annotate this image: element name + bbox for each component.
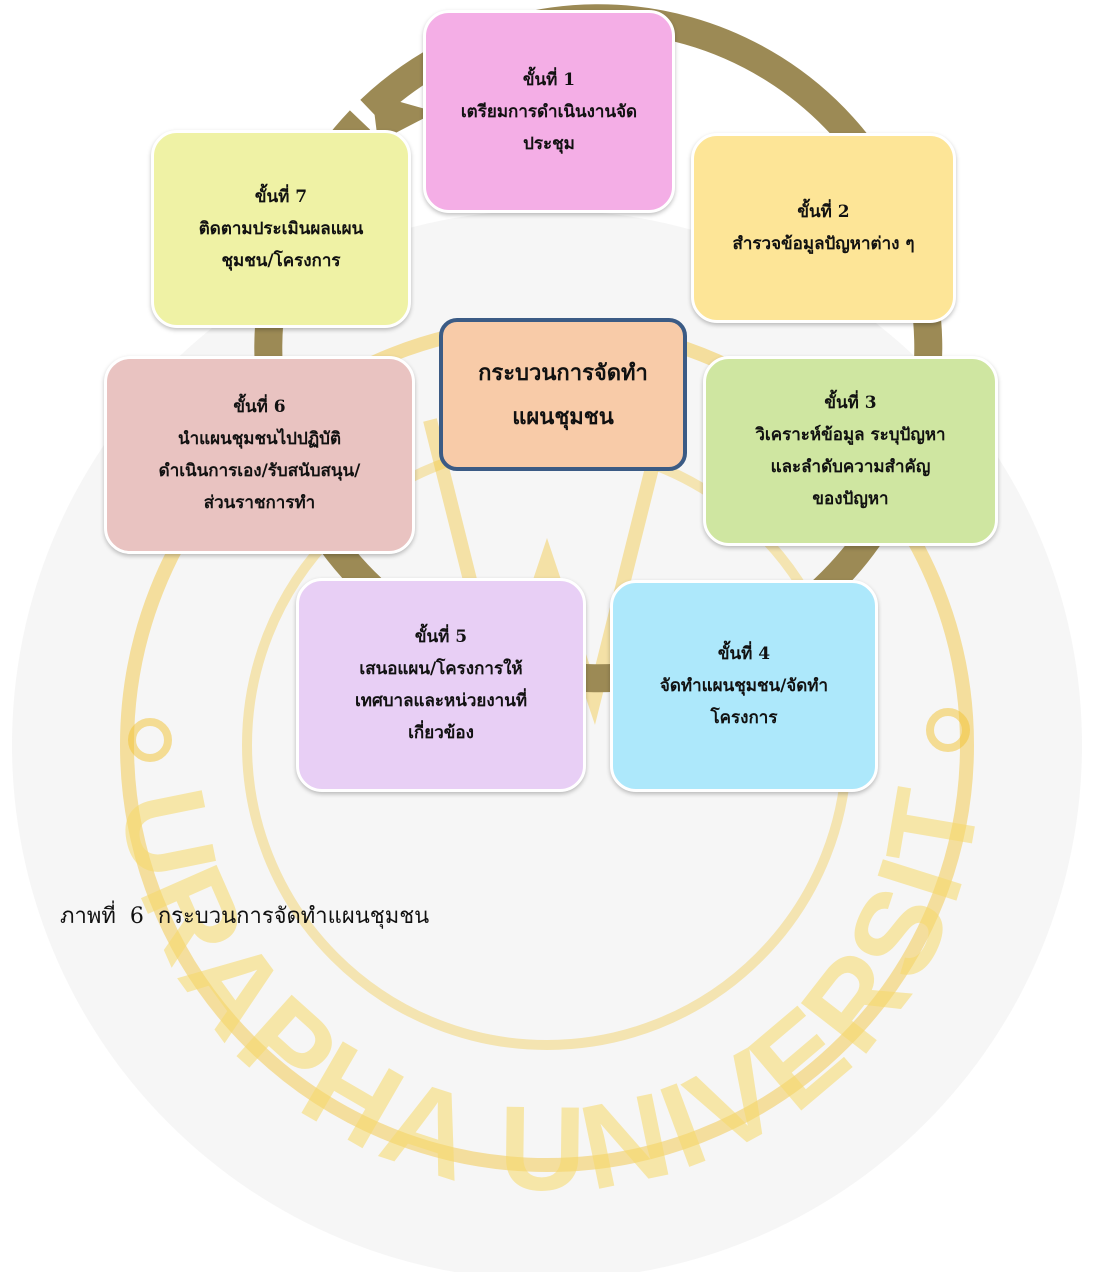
step-3-line-3: ของปัญหา xyxy=(812,489,889,509)
step-5-line-1: เสนอแผน/โครงการให้ xyxy=(359,659,523,679)
step-7-line-1: ติดตามประเมินผลแผน xyxy=(198,219,364,239)
step-3-line-1: วิเคราะห์ข้อมูล ระบุปัญหา xyxy=(755,425,946,445)
step-1-line-2: ประชุม xyxy=(523,133,575,154)
step-4-box: ขั้นที่ 4 จัดทำแผนชุมชน/จัดทำ โครงการ xyxy=(610,580,878,792)
step-2-line-1: สำรวจข้อมูลปัญหาต่าง ๆ xyxy=(732,234,915,254)
step-6-line-3: ส่วนราชการทำ xyxy=(203,493,316,513)
step-6-line-2: ดำเนินการเอง/รับสนับสนุน/ xyxy=(158,461,361,481)
step-2-title: ขั้นที่ 2 xyxy=(797,202,850,222)
step-5-line-3: เกี่ยวข้อง xyxy=(408,723,474,743)
step-6-line-1: นำแผนชุมชนไปปฏิบัติ xyxy=(178,429,341,449)
step-5-line-2: เทศบาลและหน่วยงานที่ xyxy=(354,691,528,711)
step-1-line-1: เตรียมการดำเนินงานจัด xyxy=(460,101,638,122)
center-process-box: กระบวนการจัดทำ แผนชุมชน xyxy=(439,318,687,471)
step-7-title: ขั้นที่ 7 xyxy=(254,187,308,207)
step-6-title: ขั้นที่ 6 xyxy=(233,397,286,417)
step-1-box: ขั้นที่ 1 เตรียมการดำเนินงานจัด ประชุม xyxy=(423,10,675,213)
step-7-line-2: ชุมชน/โครงการ xyxy=(221,251,341,271)
step-1-title: ขั้นที่ 1 xyxy=(522,69,576,90)
center-line-2: แผนชุมชน xyxy=(512,403,614,430)
step-4-line-1: จัดทำแผนชุมชน/จัดทำ xyxy=(659,676,829,696)
center-line-1: กระบวนการจัดทำ xyxy=(478,359,648,386)
step-3-title: ขั้นที่ 3 xyxy=(824,393,877,413)
step-5-box: ขั้นที่ 5 เสนอแผน/โครงการให้ เทศบาลและหน… xyxy=(296,578,586,792)
step-3-box: ขั้นที่ 3 วิเคราะห์ข้อมูล ระบุปัญหา และล… xyxy=(703,356,998,546)
step-5-title: ขั้นที่ 5 xyxy=(414,627,468,647)
step-7-box: ขั้นที่ 7 ติดตามประเมินผลแผน ชุมชน/โครงก… xyxy=(151,130,411,328)
step-4-line-2: โครงการ xyxy=(710,708,778,728)
step-4-title: ขั้นที่ 4 xyxy=(717,644,771,664)
figure-caption: ภาพที่ 6 กระบวนการจัดทำแผนชุมชน xyxy=(60,904,430,929)
step-6-box: ขั้นที่ 6 นำแผนชุมชนไปปฏิบัติ ดำเนินการเ… xyxy=(104,356,415,554)
step-2-box: ขั้นที่ 2 สำรวจข้อมูลปัญหาต่าง ๆ xyxy=(691,133,956,323)
step-3-line-2: และลำดับความสำคัญ xyxy=(770,457,931,477)
